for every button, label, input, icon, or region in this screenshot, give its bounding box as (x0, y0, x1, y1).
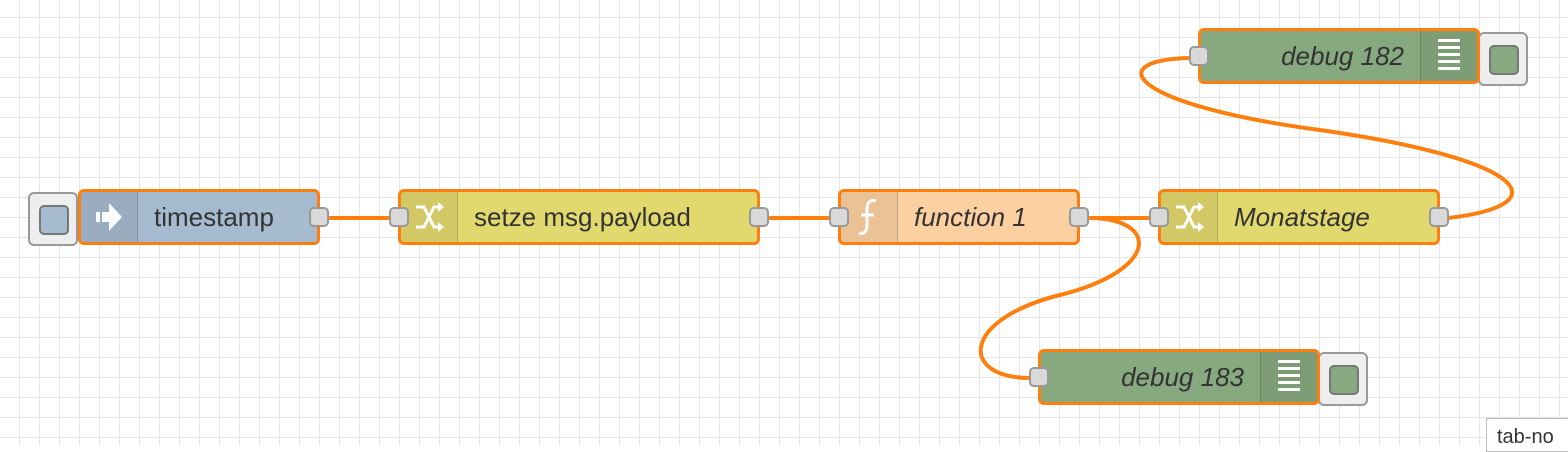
list-icon (1420, 31, 1477, 81)
arrow-in-icon (81, 192, 138, 242)
node-label: setze msg.payload (474, 201, 691, 232)
function-icon (841, 192, 898, 242)
wire-monatstage-to-debug182[interactable] (1139, 56, 1514, 220)
tab-tooltip: tab-no (1486, 418, 1568, 452)
shuffle-icon (401, 192, 458, 242)
inject-trigger-button[interactable] (28, 192, 78, 246)
shuffle-icon (1161, 192, 1218, 242)
node-debug-182[interactable]: debug 182 (1189, 28, 1480, 84)
node-timestamp[interactable]: timestamp (78, 189, 329, 245)
node-setze-msg-payload[interactable]: setze msg.payload (389, 189, 769, 245)
list-icon (1260, 352, 1317, 402)
debug-toggle-square (1329, 365, 1359, 395)
output-port[interactable] (309, 207, 329, 227)
node-label: Monatstage (1234, 201, 1370, 232)
wire-function-to-debug183[interactable] (978, 216, 1141, 380)
node-label: debug 183 (1121, 361, 1244, 392)
node-monatstage[interactable]: Monatstage (1149, 189, 1449, 245)
input-port[interactable] (1189, 46, 1209, 66)
input-port[interactable] (1149, 207, 1169, 227)
debug-toggle-square (1489, 45, 1519, 75)
input-port[interactable] (1029, 367, 1049, 387)
node-label: debug 182 (1281, 40, 1404, 71)
debug-toggle-button[interactable] (1318, 352, 1368, 406)
inject-trigger-square (39, 205, 69, 235)
input-port[interactable] (389, 207, 409, 227)
node-label: timestamp (154, 201, 274, 232)
output-port[interactable] (1429, 207, 1449, 227)
node-label: function 1 (914, 201, 1027, 232)
node-function-1[interactable]: function 1 (829, 189, 1089, 245)
debug-toggle-button[interactable] (1478, 32, 1528, 86)
output-port[interactable] (1069, 207, 1089, 227)
node-debug-183[interactable]: debug 183 (1029, 349, 1320, 405)
input-port[interactable] (829, 207, 849, 227)
output-port[interactable] (749, 207, 769, 227)
